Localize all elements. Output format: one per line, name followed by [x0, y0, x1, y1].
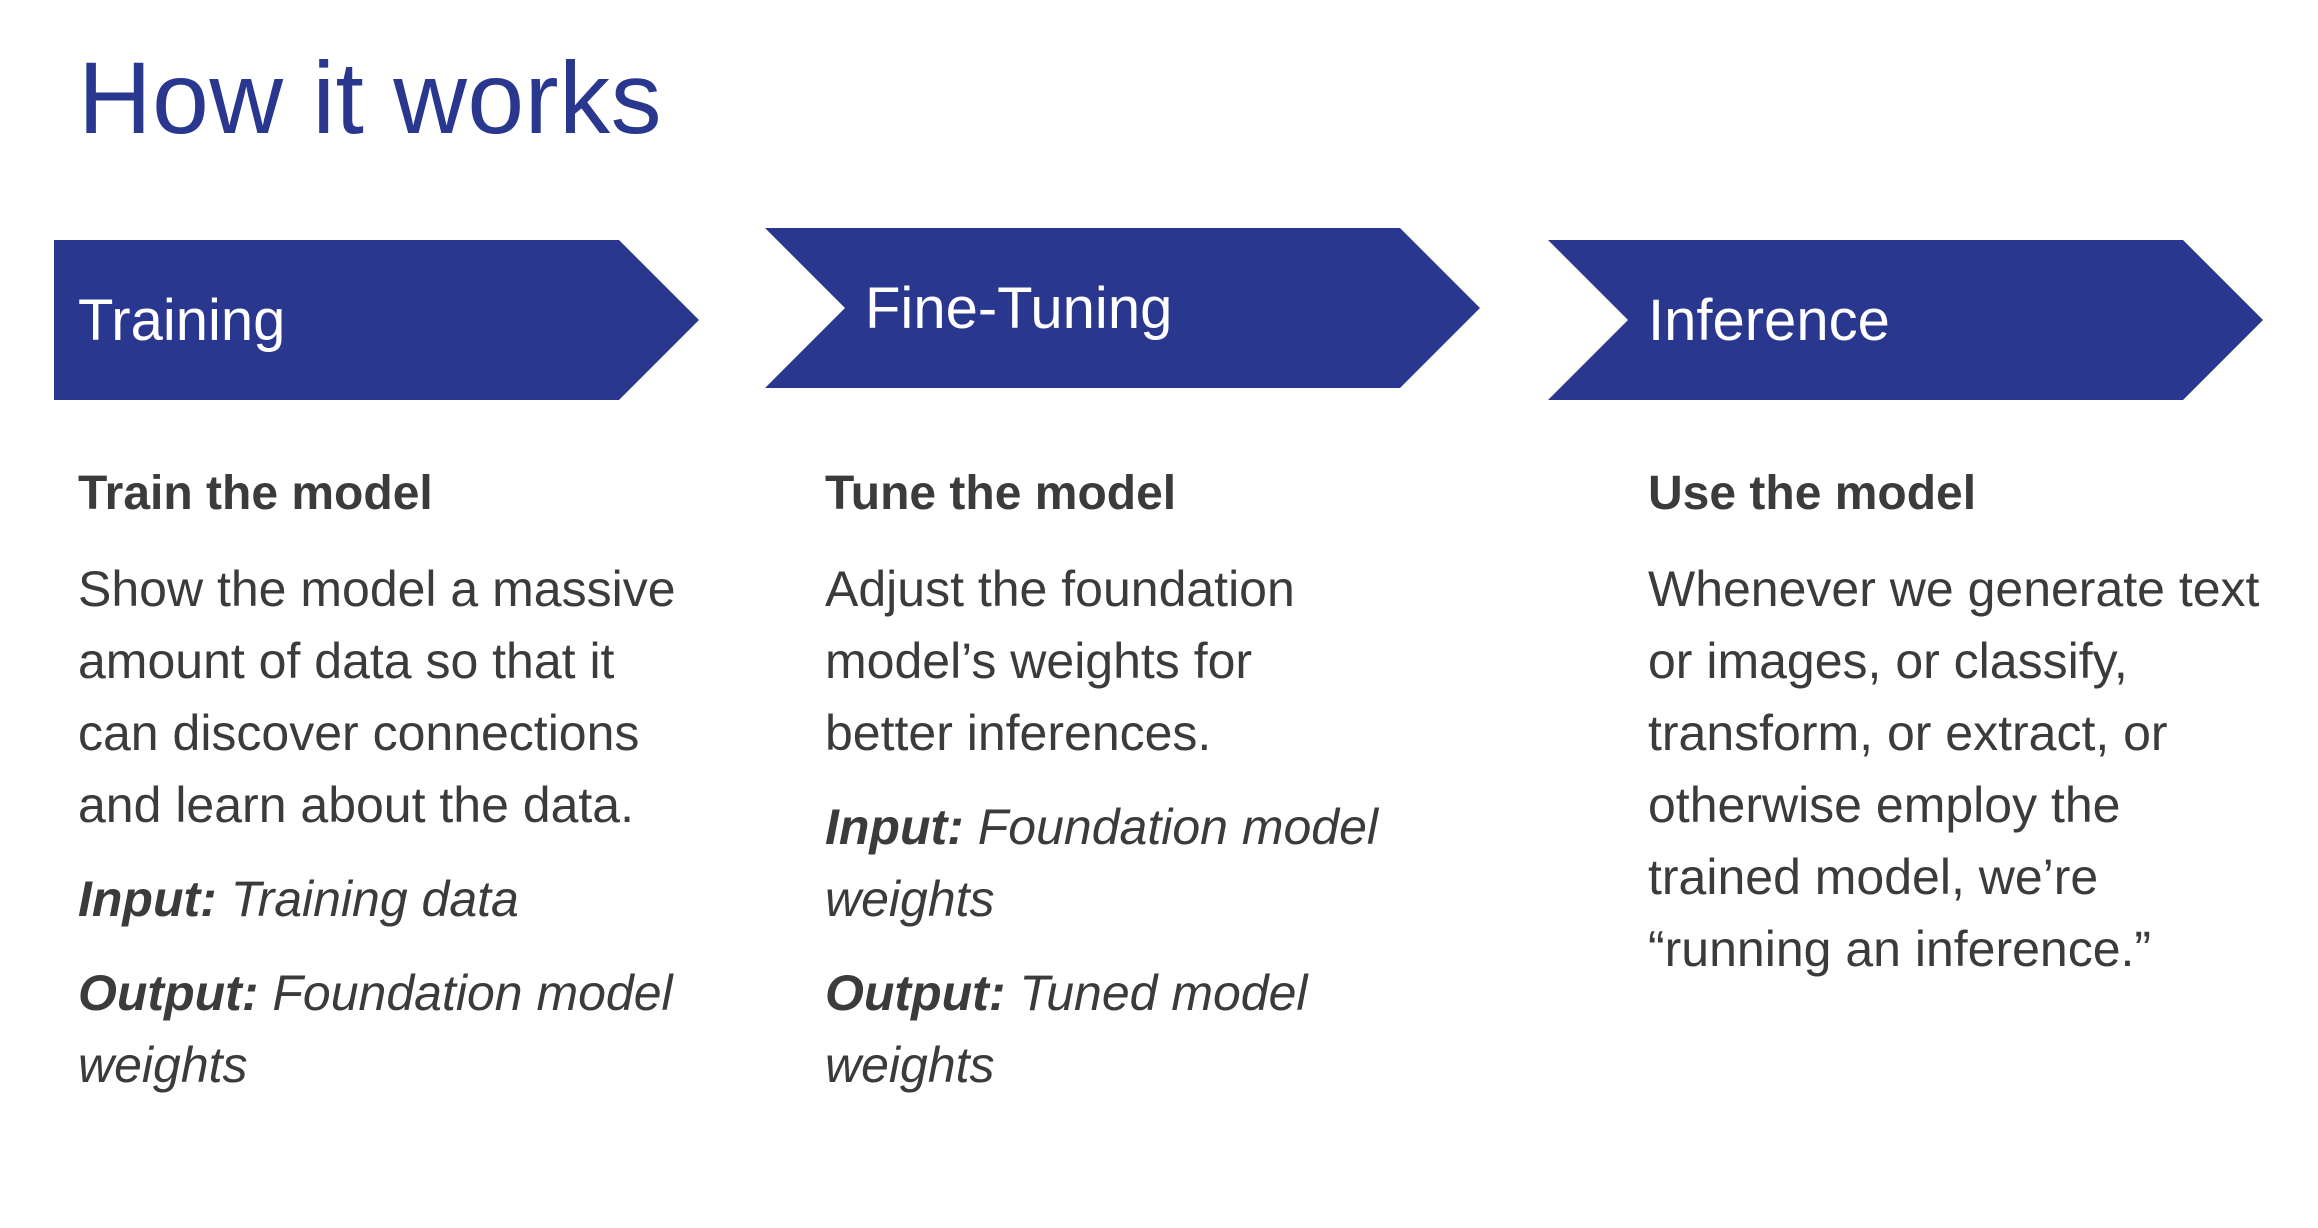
stage-heading: Train the model [78, 467, 433, 520]
output-label: Output: [78, 964, 259, 1021]
stage-description: Whenever we generate text or images, or … [1648, 560, 2260, 977]
stage-input: Input: Foundation model weights [825, 791, 1425, 935]
stage-description: Show the model a massive amount of data … [78, 560, 676, 833]
stage-description: Adjust the foundation model’s weights fo… [825, 560, 1295, 761]
input-label: Input: [825, 798, 964, 855]
stage-banner-label: Inference [1648, 288, 1890, 353]
stage-banner-label: Training [78, 288, 286, 353]
stage-column-training: Train the model Show the model a massive… [78, 465, 678, 1123]
stage-output: Output: Foundation model weights [78, 957, 678, 1101]
output-value: Tuned model weights [825, 964, 1308, 1093]
stage-heading: Use the model [1648, 467, 1977, 520]
banner-chevron-shape [765, 228, 1480, 388]
output-label: Output: [825, 964, 1006, 1021]
page-title: How it works [78, 41, 663, 155]
banner-arrow-shape [54, 240, 699, 400]
input-value: Training data [230, 870, 519, 927]
stage-output: Output: Tuned model weights [825, 957, 1425, 1101]
stage-column-fine-tuning: Tune the model Adjust the foundation mod… [825, 465, 1425, 1123]
banner-chevron-shape [1548, 240, 2263, 400]
input-label: Input: [78, 870, 217, 927]
stage-banner-inference: Inference [1548, 240, 2263, 400]
stage-banner-label: Fine-Tuning [865, 276, 1173, 341]
stage-input: Input: Training data [78, 863, 678, 935]
stage-column-inference: Use the model Whenever we generate text … [1648, 465, 2268, 1007]
stage-banner-training: Training [54, 240, 699, 400]
output-value: Foundation model weights [78, 964, 673, 1093]
input-value: Foundation model weights [825, 798, 1379, 927]
stage-banner-fine-tuning: Fine-Tuning [765, 228, 1480, 388]
stage-heading: Tune the model [825, 467, 1177, 520]
